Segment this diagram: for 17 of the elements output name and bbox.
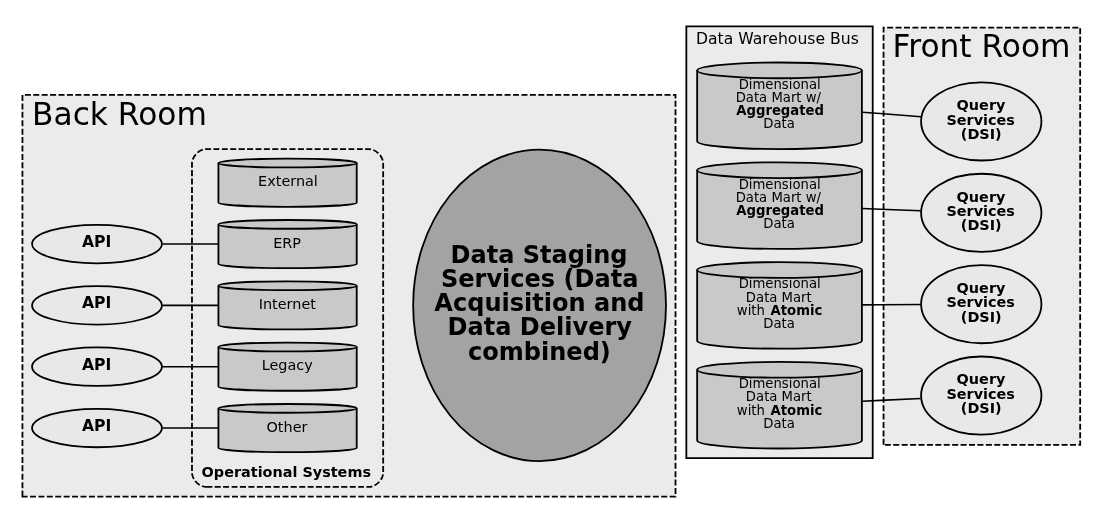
node-ellipse: API: [31, 223, 163, 264]
node-ellipse: Query Services (DSI): [920, 172, 1043, 253]
connector: [861, 303, 922, 306]
node-ellipse: Data Staging Services (Data Acquisition and Data Delivery combined): [412, 148, 667, 462]
connector: [861, 110, 922, 118]
node-ellipse: Query Services (DSI): [920, 355, 1043, 436]
connector: [161, 426, 220, 429]
node-ellipse: Query Services (DSI): [920, 263, 1043, 344]
connector: [161, 304, 220, 306]
node-ellipse: API: [31, 284, 163, 326]
connector: [161, 365, 220, 367]
node-ellipse: Query Services (DSI): [920, 80, 1043, 161]
node-ellipse: API: [31, 407, 163, 448]
connector: [861, 397, 922, 402]
connector: [161, 242, 220, 245]
node-ellipse: API: [31, 346, 163, 387]
connector: [861, 207, 922, 211]
